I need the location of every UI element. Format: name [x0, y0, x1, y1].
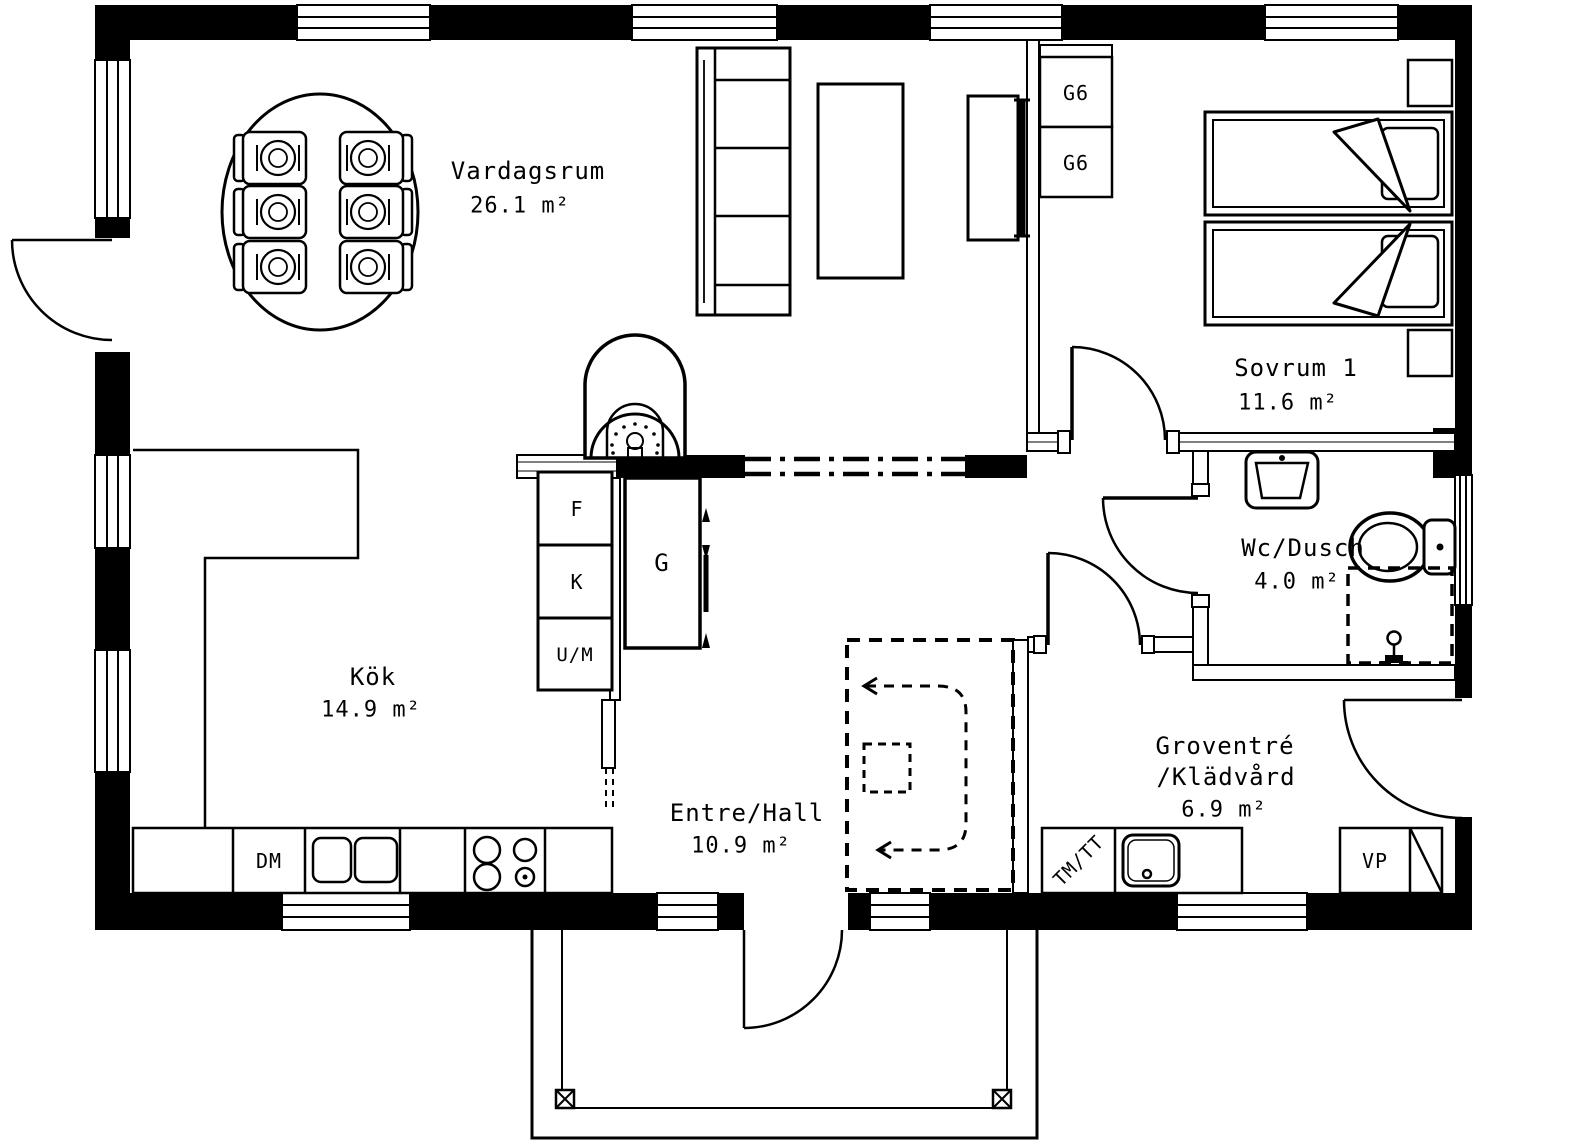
window-left-3: [94, 649, 131, 773]
room-area-entre-hall: 10.9 m²: [691, 833, 791, 859]
window-top-1: [296, 4, 431, 41]
window-bottom-1: [281, 892, 411, 931]
room-label-groventre: Groventré: [1155, 732, 1295, 760]
closet-label-g6-upper: G6: [1062, 81, 1090, 105]
window-right-1: [1454, 474, 1473, 606]
window-bottom-4: [1176, 892, 1308, 931]
fireplace: [583, 333, 687, 460]
bedroom-door: [1070, 345, 1167, 441]
exterior-door-left: [10, 238, 113, 342]
window-left-1: [94, 59, 131, 219]
wardrobe-g: [623, 476, 710, 650]
porch-post-left: [554, 1088, 576, 1110]
nightstand-2: [1406, 328, 1454, 378]
window-bottom-3: [869, 892, 931, 931]
appliance-label-k: K: [570, 570, 584, 594]
dining-set: [220, 92, 420, 332]
room-label-sovrum-1: Sovrum 1: [1234, 354, 1358, 382]
window-top-2: [631, 4, 778, 41]
room-area-wc-dusch: 4.0 m²: [1254, 569, 1340, 595]
bed-1: [1203, 110, 1454, 217]
hall-wardrobe-dashed: [845, 638, 1015, 892]
kitchen-sink: [311, 836, 399, 884]
sofa: [695, 46, 792, 317]
toilet: [1348, 511, 1457, 583]
room-area-kok: 14.9 m²: [321, 697, 421, 723]
heat-pump-unit: [1338, 826, 1444, 895]
opening-dashdot-line: [745, 456, 965, 477]
closet-label-g6-lower: G6: [1062, 151, 1090, 175]
window-top-3: [929, 4, 1063, 41]
window-bottom-2: [656, 892, 719, 931]
doors: [10, 238, 1463, 1030]
room-label-kok: Kök: [349, 663, 397, 691]
wash-basin: [1244, 450, 1320, 510]
windows: [94, 4, 1473, 931]
appliance-label-f: F: [570, 497, 584, 521]
exterior-door-groventre: [1342, 698, 1463, 820]
porch-post-right: [991, 1088, 1013, 1110]
room-label-vardagsrum: Vardagsrum: [450, 157, 606, 185]
bedroom-closets: [1038, 44, 1114, 199]
appliance-label-um: U/M: [556, 644, 594, 666]
stove: [472, 835, 538, 892]
room-area-sovrum-1: 11.6 m²: [1238, 390, 1338, 416]
porch: [530, 930, 1039, 1140]
wardrobe-label-g: G: [654, 549, 670, 577]
appliance-label-vp: VP: [1361, 849, 1389, 873]
room-area-groventre: 6.9 m²: [1181, 797, 1267, 823]
exterior-door-openings: [95, 238, 1472, 930]
coffee-table: [816, 82, 905, 280]
entry-door: [742, 929, 844, 1030]
appliance-label-dm: DM: [255, 849, 283, 873]
window-left-2: [94, 454, 131, 549]
window-top-4: [1264, 4, 1399, 41]
room-area-vardagsrum: 26.1 m²: [470, 193, 570, 219]
kitchen-tall-units: [536, 470, 614, 692]
room-label-wc-dusch: Wc/Dusch: [1241, 534, 1365, 562]
laundry-sink: [1121, 833, 1181, 888]
nightstand-1: [1406, 58, 1454, 108]
bed-2: [1203, 220, 1454, 327]
groventre-inner-door: [1046, 551, 1142, 646]
wc-door: [1101, 496, 1199, 595]
room-label-kladvard: /Klädvård: [1156, 763, 1296, 791]
tv-bench: [966, 94, 1030, 242]
shower-area: [1346, 566, 1454, 665]
room-label-entre-hall: Entre/Hall: [669, 799, 825, 827]
